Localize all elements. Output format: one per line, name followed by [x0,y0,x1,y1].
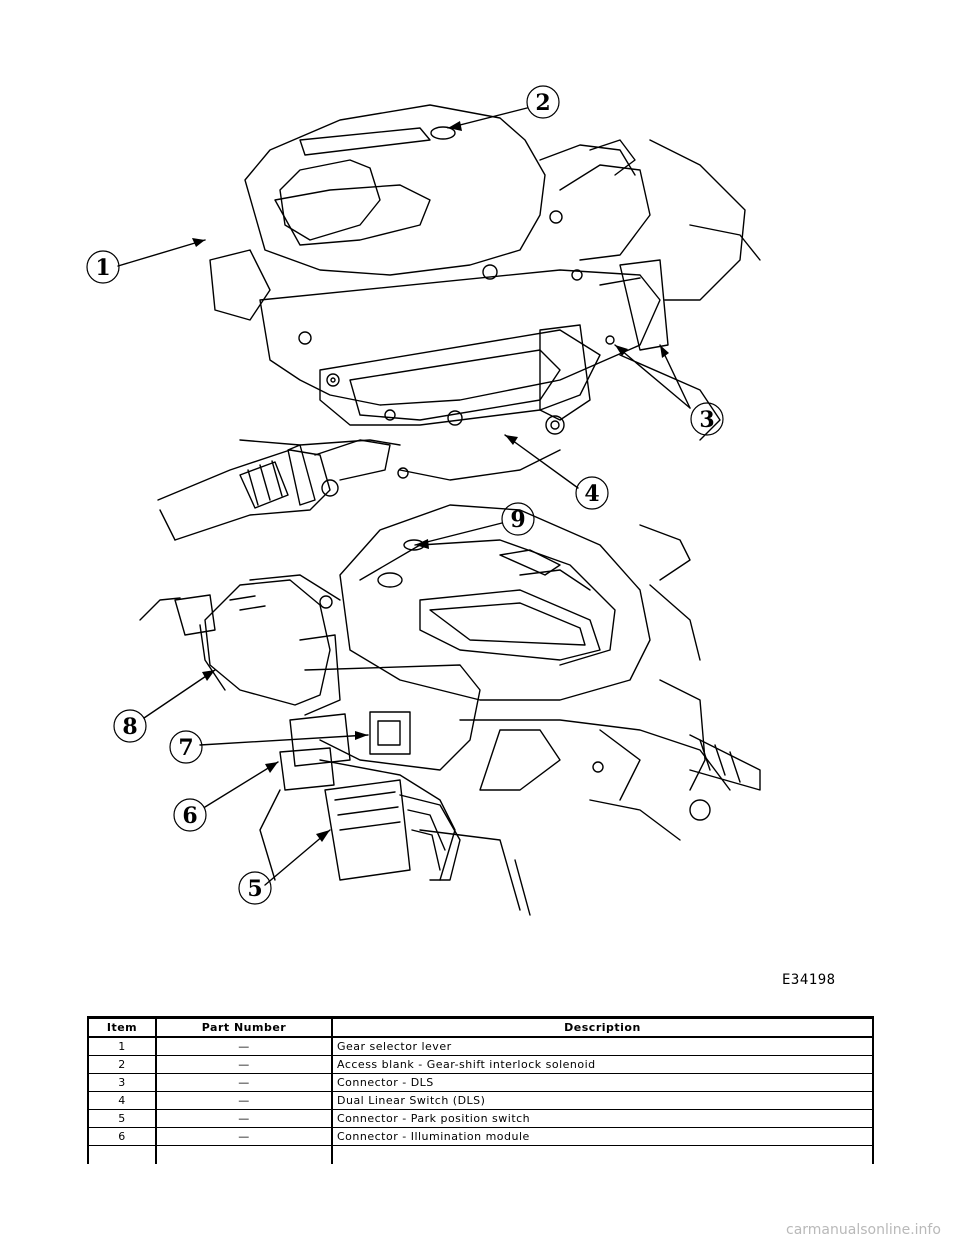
table-row: 1 — Gear selector lever [87,1036,874,1056]
callout-1: 1 [95,255,110,281]
exploded-illustration: 1 2 3 4 5 6 7 8 9 [86,85,761,916]
cell-item: 4 [87,1091,157,1110]
cell-description: Connector - Illumination module [331,1127,874,1146]
parts-table: Item Part Number Description 1 — Gear se… [87,1016,874,1164]
cell-description: Access blank - Gear-shift interlock sole… [331,1055,874,1074]
header-item: Item [87,1016,157,1038]
header-part-number: Part Number [155,1016,333,1038]
cell-part-number: — [155,1073,333,1092]
callout-4: 4 [584,481,599,507]
figure-id: E34198 [782,972,836,988]
watermark: carmanualsonline.info [786,1222,941,1238]
callout-9: 9 [510,507,525,533]
callout-7: 7 [178,735,193,761]
header-description: Description [331,1016,874,1038]
table-row-empty [87,1145,874,1164]
cell-empty [87,1145,157,1164]
cell-part-number: — [155,1127,333,1146]
table-header-row: Item Part Number Description [87,1016,874,1038]
table-row: 6 — Connector - Illumination module [87,1127,874,1146]
table-row: 2 — Access blank - Gear-shift interlock … [87,1055,874,1074]
cell-empty [155,1145,333,1164]
leader-lines [117,107,691,886]
cell-part-number: — [155,1091,333,1110]
callout-3: 3 [699,407,714,433]
table-row: 3 — Connector - DLS [87,1073,874,1092]
table-row: 4 — Dual Linear Switch (DLS) [87,1091,874,1110]
cell-part-number: — [155,1109,333,1128]
callout-5: 5 [247,876,262,902]
cell-description: Connector - DLS [331,1073,874,1092]
cell-part-number: — [155,1036,333,1056]
cell-empty [331,1145,874,1164]
upper-assembly-drawing [157,104,761,541]
callout-6: 6 [182,803,197,829]
cell-item: 3 [87,1073,157,1092]
cell-description: Gear selector lever [331,1036,874,1056]
cell-item: 1 [87,1036,157,1056]
cell-item: 6 [87,1127,157,1146]
cell-item: 5 [87,1109,157,1128]
lower-assembly-drawing [139,504,761,916]
cell-part-number: — [155,1055,333,1074]
callout-2: 2 [535,90,550,116]
cell-description: Connector - Park position switch [331,1109,874,1128]
table-row: 5 — Connector - Park position switch [87,1109,874,1128]
callout-8: 8 [122,714,137,740]
cell-item: 2 [87,1055,157,1074]
cell-description: Dual Linear Switch (DLS) [331,1091,874,1110]
